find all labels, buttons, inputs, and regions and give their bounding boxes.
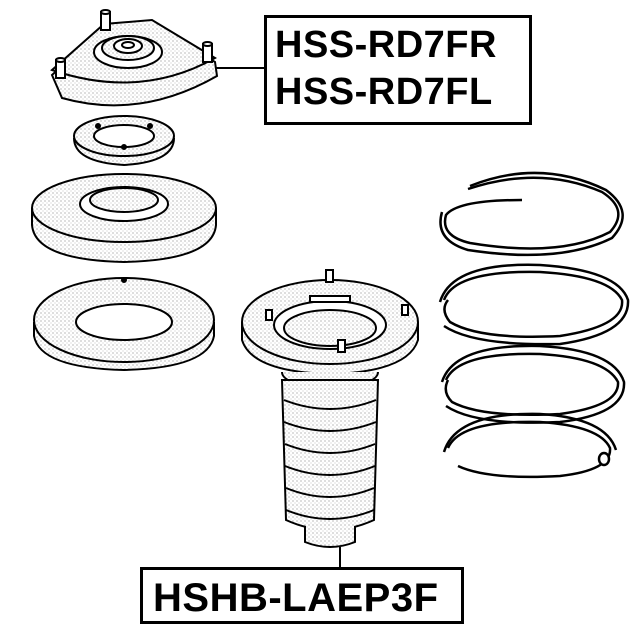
part-number-rd7fl: HSS-RD7FL <box>275 71 493 113</box>
strut-mount <box>50 9 264 107</box>
part-number-label-mount: HSS-RD7FR HSS-RD7FL <box>264 15 532 125</box>
part-number-label-boot: HSHB-LAEP3F <box>140 567 464 624</box>
spring-seat-upper <box>31 173 217 264</box>
coil-spring <box>438 171 630 479</box>
bearing <box>73 115 175 167</box>
rubber-insulator <box>33 277 215 372</box>
bump-stop-dust-boot <box>241 269 419 567</box>
part-number-rd7fr: HSS-RD7FR <box>275 24 497 66</box>
part-number-laep3f: HSHB-LAEP3F <box>153 576 439 620</box>
